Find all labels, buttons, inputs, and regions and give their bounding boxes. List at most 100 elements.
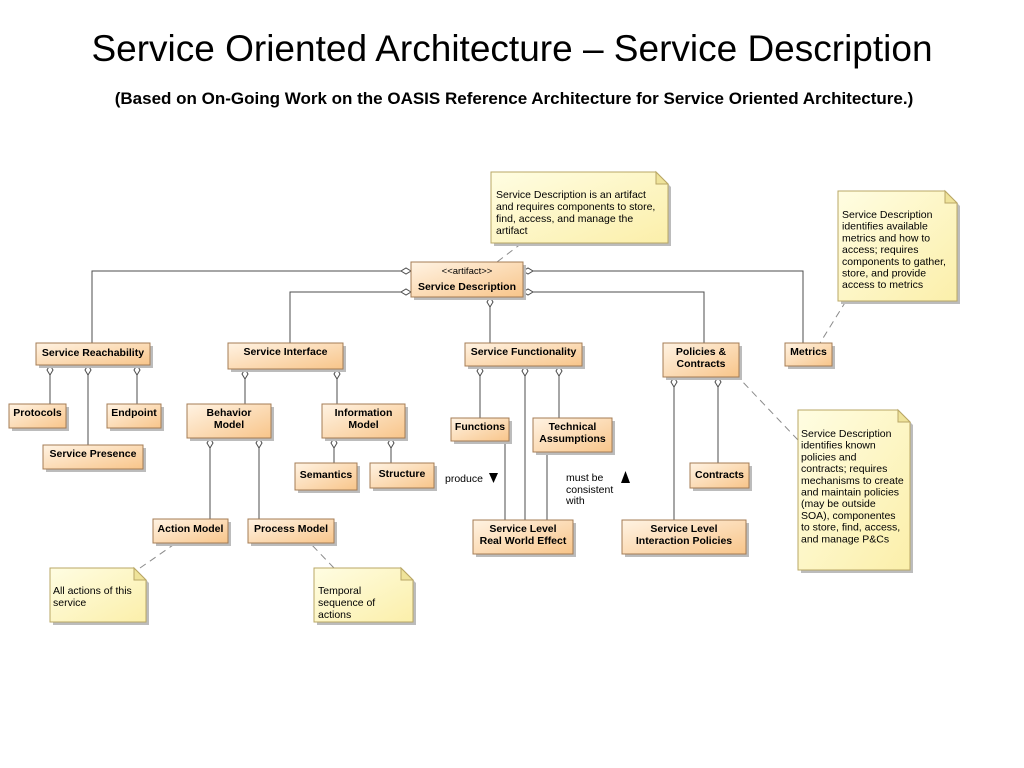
aggregation-behavior-model-to-process-model (255, 437, 263, 519)
aggregation-service-description-to-service-interface (289, 288, 412, 343)
aggregation-service-functionality-to-service-level-real-world-effect (521, 365, 529, 520)
note-text-line: find, access, and manage the (496, 213, 633, 225)
class-service-presence: Service Presence (42, 444, 146, 472)
aggregation-policies-contracts-to-service-level-interaction-policies (670, 376, 678, 520)
aggregation-service-description-to-metrics (522, 267, 804, 343)
aggregation-service-description-to-service-functionality (486, 296, 494, 343)
note-anchor-process-model (309, 542, 335, 569)
aggregation-service-reachability-to-service-presence (84, 364, 92, 445)
note-anchor-action-model (139, 542, 177, 569)
produce-label-group: produce (445, 473, 498, 485)
class-service-level-interaction-policies: Service Level Interaction Policies (621, 519, 749, 557)
class-name: Contracts (695, 469, 744, 481)
note-text-line: access to metrics (842, 279, 923, 291)
note-text-line: components to gather, (842, 256, 946, 268)
note-metrics: Service Description identifies available… (837, 189, 960, 304)
class-name-line-1: Technical (549, 421, 597, 433)
class-semantics: Semantics (294, 462, 360, 493)
class-name: Structure (379, 468, 426, 480)
class-service-reachability: Service Reachability (35, 342, 153, 368)
note-text-line: All actions of this (53, 585, 132, 597)
class-information-model: Information Model (321, 403, 408, 441)
aggregation-service-functionality-to-functions (476, 365, 484, 418)
note-text-line: Service Description (801, 428, 892, 440)
note-process-model: Temporal sequence of actions (313, 566, 416, 625)
produce-direction-arrow-icon (489, 473, 498, 483)
class-action-model: Action Model (152, 518, 231, 546)
class-process-model: Process Model (247, 518, 337, 546)
consistent-label-line-3: with (565, 495, 585, 507)
class-name-line-2: Model (214, 419, 244, 431)
consistent-label-line-2: consistent (566, 484, 613, 496)
stereotype-label: <<artifact>> (442, 266, 493, 277)
class-service-description: <<artifact>> Service Description (410, 261, 526, 300)
note-anchor-policies (738, 377, 799, 441)
class-name-line-1: Service Level (650, 523, 717, 535)
class-name-line-2: Model (348, 419, 378, 431)
note-text-line: Service Description (842, 209, 933, 221)
class-name-line-1: Information (335, 407, 393, 419)
connector-line (533, 270, 804, 343)
class-name-line-1: Policies & (676, 346, 727, 358)
note-text-line: artifact (496, 225, 528, 237)
aggregation-service-description-to-service-reachability (91, 267, 412, 343)
note-text-line: SOA), componentes (801, 510, 896, 522)
slide-subtitle: (Based on On-Going Work on the OASIS Ref… (115, 89, 914, 108)
class-name-line-1: Service Level (489, 523, 556, 535)
note-anchor-artifact (496, 242, 523, 263)
aggregation-service-reachability-to-endpoint (133, 364, 141, 404)
class-name: Endpoint (111, 407, 157, 419)
aggregation-policies-contracts-to-contracts (714, 376, 722, 463)
class-name: Service Description (418, 281, 516, 293)
note-text-line: (may be outside (801, 498, 876, 510)
class-functions: Functions (450, 417, 512, 444)
note-anchors (139, 242, 847, 569)
aggregation-behavior-model-to-action-model (206, 437, 214, 519)
consistent-direction-arrow-icon (621, 471, 630, 483)
note-text-line: access; requires (842, 244, 918, 256)
note-artifact: Service Description is an artifact and r… (490, 170, 671, 246)
class-name: Functions (455, 421, 505, 433)
note-text-line: policies and (801, 451, 857, 463)
class-structure: Structure (369, 462, 437, 491)
class-contracts: Contracts (689, 462, 752, 491)
consistent-label-group: must be consistent with (565, 471, 630, 507)
note-action-model: All actions of this service (49, 566, 149, 625)
note-text-line: identifies known (801, 440, 876, 452)
connector-line (289, 291, 401, 343)
aggregation-diamond (400, 267, 412, 275)
class-name: Service Reachability (42, 347, 144, 359)
class-name: Service Presence (50, 448, 137, 460)
class-service-level-real-world-effect: Service Level Real World Effect (472, 519, 576, 557)
class-name: Semantics (300, 469, 353, 481)
aggregation-information-model-to-semantics (330, 437, 338, 463)
connector-line (533, 291, 705, 343)
note-text-line: and requires components to store, (496, 201, 655, 213)
note-text-line: store, and provide (842, 268, 926, 280)
aggregation-service-interface-to-behavior-model (241, 368, 249, 404)
class-technical-assumptions: Technical Assumptions (532, 417, 615, 455)
note-text-line: Service Description is an artifact (496, 189, 646, 201)
note-text-line: mechanisms to create (801, 475, 904, 487)
note-text-line: contracts; requires (801, 463, 887, 475)
class-metrics: Metrics (784, 342, 835, 369)
aggregation-service-interface-to-information-model (333, 368, 341, 404)
class-service-interface: Service Interface (227, 342, 346, 372)
note-text-line: sequence of (318, 597, 375, 609)
class-protocols: Protocols (8, 403, 69, 431)
aggregation-service-functionality-to-technical-assumptions (555, 365, 563, 418)
class-name-line-2: Interaction Policies (636, 535, 732, 547)
class-policies-contracts: Policies & Contracts (662, 342, 742, 380)
class-name: Service Interface (243, 346, 327, 358)
class-name: Process Model (254, 523, 328, 535)
note-text-line: identifies available (842, 221, 928, 233)
note-text-line: actions (318, 609, 351, 621)
class-behavior-model: Behavior Model (186, 403, 274, 441)
note-text-line: service (53, 597, 86, 609)
class-name-line-2: Contracts (676, 358, 725, 370)
consistent-label-line-1: must be (566, 472, 604, 484)
connector-line (91, 270, 401, 343)
class-name-line-2: Assumptions (539, 433, 606, 445)
class-service-functionality: Service Functionality (464, 342, 585, 369)
